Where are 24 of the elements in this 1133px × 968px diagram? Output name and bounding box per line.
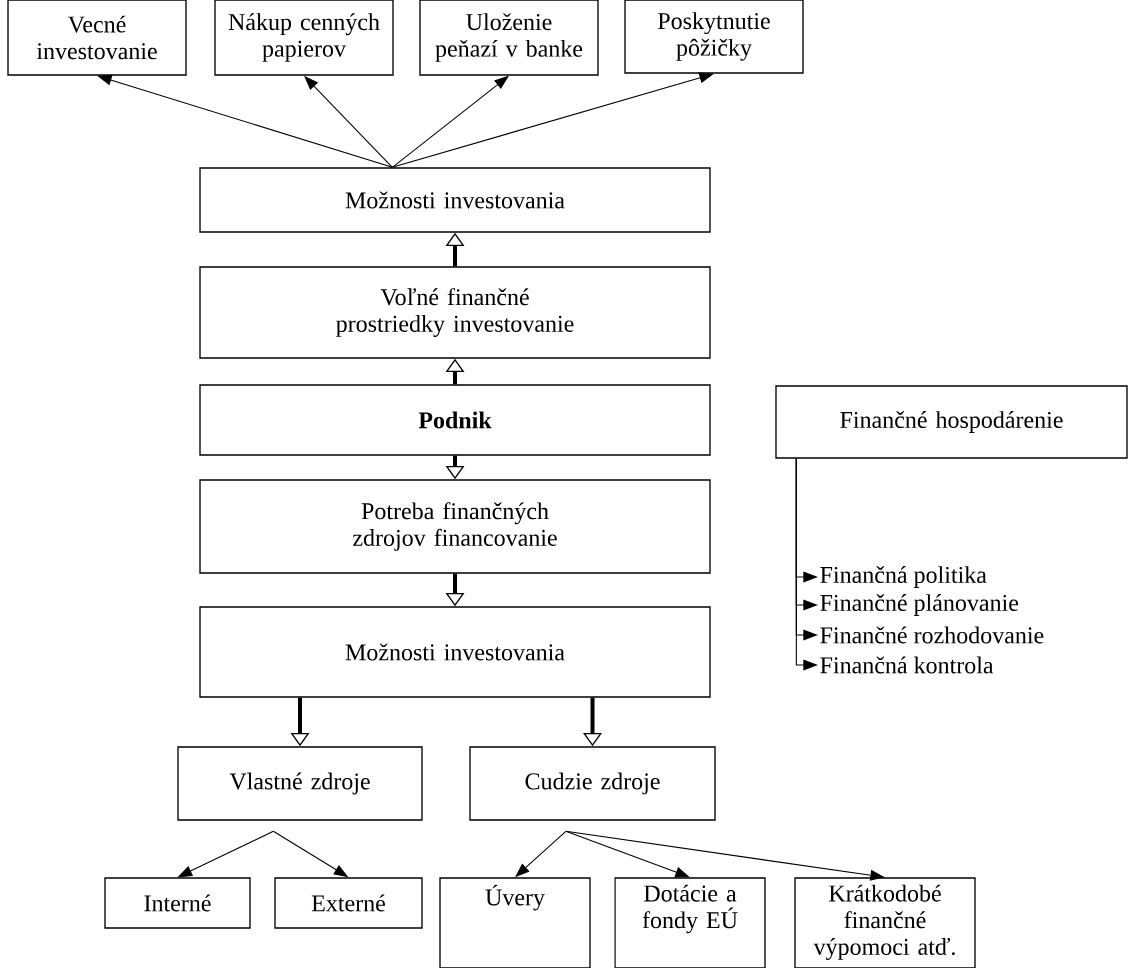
- process-box: Vlastné zdroje: [177, 746, 423, 821]
- process-box: Externé: [274, 877, 423, 929]
- process-box: Poskytnutie pôžičky: [624, 0, 804, 74]
- process-box: Úvery: [439, 877, 591, 968]
- list-item: Finančná kontrola: [820, 656, 994, 674]
- arrow: [391, 72, 714, 168]
- process-box: Dotácie a fondy EÚ: [614, 877, 766, 968]
- process-box: Možnosti investovania: [199, 167, 711, 233]
- process-box: Krátkodobé finančné výpomoci atď.: [794, 877, 976, 968]
- process-box: Vecné investovanie: [7, 0, 187, 76]
- process-box: Potreba finančných zdrojov financovanie: [199, 479, 711, 574]
- process-box: Nákup cenných papierov: [214, 0, 394, 76]
- process-box: Voľné finančné prostriedky investovanie: [199, 266, 711, 359]
- process-box: Interné: [104, 877, 251, 929]
- process-box: Uloženie peňazí v banke: [419, 0, 599, 76]
- arrow: [565, 830, 690, 878]
- process-box: Cudzie zdroje: [469, 746, 716, 821]
- list-item: Finančné plánovanie: [820, 594, 1019, 616]
- list-item: Finančná politika: [820, 566, 987, 588]
- list-item: Finančné rozhodovanie: [820, 626, 1044, 644]
- arrow: [97, 74, 393, 168]
- process-box: Finančné hospodárenie: [775, 385, 1128, 459]
- process-box: Možnosti investovania: [199, 606, 711, 698]
- process-box: Podnik: [199, 384, 711, 456]
